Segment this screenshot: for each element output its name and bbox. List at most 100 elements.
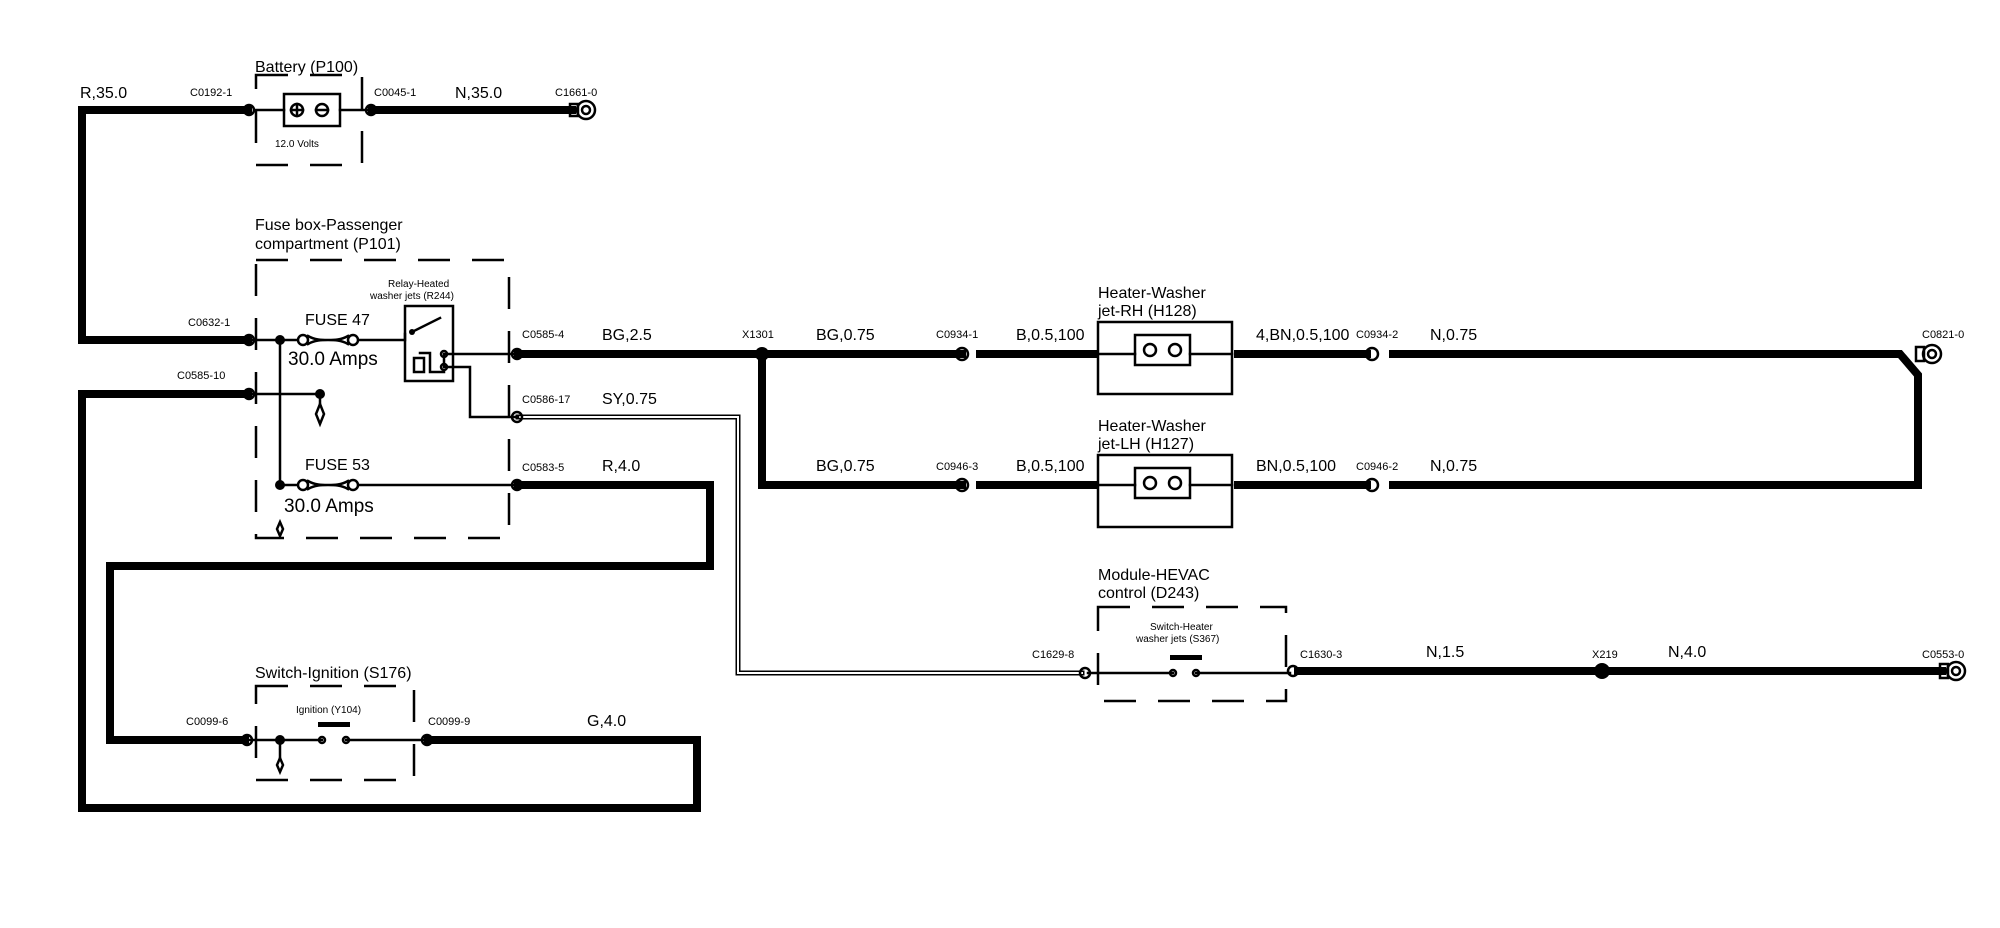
ground-arrow xyxy=(275,754,285,776)
ignition-internal-wiring xyxy=(243,738,430,760)
splice-dot xyxy=(315,389,325,399)
wire-label-rh-feed: BG,0.75 xyxy=(816,327,875,344)
heater-rh-element xyxy=(1133,333,1192,367)
connector-c0946-2: C0946-2 xyxy=(1356,461,1398,473)
wire-label-rh-ground: N,0.75 xyxy=(1430,327,1477,344)
wire-label-hevac-out: N,1.5 xyxy=(1426,644,1464,661)
heater-lh-terminal xyxy=(1167,475,1183,491)
heater-lh-terminal xyxy=(1142,475,1158,491)
relay-coil xyxy=(412,356,426,374)
wire-label-lh-ground: N,0.75 xyxy=(1430,458,1477,475)
ignition-title: Switch-Ignition (S176) xyxy=(255,665,412,682)
connector-c1661-0: C1661-0 xyxy=(555,87,597,99)
wire-battery-positive xyxy=(78,106,252,344)
battery-voltage: 12.0 Volts xyxy=(275,139,319,150)
battery-outline xyxy=(254,73,364,167)
heater-lh-element xyxy=(1133,466,1192,500)
hevac-title-line2: control (D243) xyxy=(1098,585,1199,602)
connector-c0099-9: C0099-9 xyxy=(428,716,470,728)
wire-label-hevac-ground: N,4.0 xyxy=(1668,644,1706,661)
ground-terminal-c0553 xyxy=(1938,660,1967,682)
connector-c0553-0: C0553-0 xyxy=(1922,649,1964,661)
splice-x1301 xyxy=(755,347,769,361)
relay-contact-pivot xyxy=(409,329,415,335)
connector-c0583-5: C0583-5 xyxy=(522,462,564,474)
connector-c1629-8: C1629-8 xyxy=(1032,649,1074,661)
wire-rh-ground xyxy=(1389,350,1922,489)
fuse-53-symbol xyxy=(296,478,360,492)
wire-label-battery-positive: R,35.0 xyxy=(80,85,127,102)
wire-label-battery-negative: N,35.0 xyxy=(455,85,502,102)
relay-title-line2: washer jets (R244) xyxy=(369,291,454,302)
relay-title-line1: Relay-Heated xyxy=(388,279,449,290)
fusebox-title-line1: Fuse box-Passenger xyxy=(255,217,403,234)
hevac-switch-contact xyxy=(1191,668,1201,678)
connector-c0099-6: C0099-6 xyxy=(186,716,228,728)
wire-label-rh-out: 4,BN,0.5,100 xyxy=(1256,327,1350,344)
connector-c0946-3: C0946-3 xyxy=(936,461,978,473)
heater-lh-title-line1: Heater-Washer xyxy=(1098,418,1207,435)
fuse-47-symbol xyxy=(296,333,360,347)
wire-fuse53-output xyxy=(106,481,714,744)
connector-c0586-17: C0586-17 xyxy=(522,394,570,406)
heater-rh-box xyxy=(1096,320,1234,396)
connector-symbols xyxy=(240,103,1380,747)
connector-c0045-1: C0045-1 xyxy=(374,87,416,99)
connector-x1301: X1301 xyxy=(742,329,774,341)
ground-terminal-c0821 xyxy=(1914,343,1943,365)
connector-c0934-2: C0934-2 xyxy=(1356,329,1398,341)
hevac-switch-title-line1: Switch-Heater xyxy=(1150,622,1213,633)
heater-rh-title-line2: jet-RH (H128) xyxy=(1097,303,1197,320)
relay-contact-arm xyxy=(410,316,442,334)
fuse53-rating: 30.0 Amps xyxy=(284,496,374,517)
ground-arrow xyxy=(314,400,326,428)
ground-arrow xyxy=(275,518,285,540)
relay-contact xyxy=(439,362,449,372)
fuse53-name: FUSE 53 xyxy=(305,457,370,474)
connector-c0934-1: C0934-1 xyxy=(936,329,978,341)
heater-lh-title-line2: jet-LH (H127) xyxy=(1097,436,1194,453)
splice-dot xyxy=(275,480,285,490)
hevac-switch-contact xyxy=(1168,668,1178,678)
connector-c0192-1: C0192-1 xyxy=(190,87,232,99)
fusebox-outline xyxy=(254,258,511,540)
wire-lh-feed xyxy=(758,350,966,489)
fuse47-name: FUSE 47 xyxy=(305,312,370,329)
connector-c0632-1: C0632-1 xyxy=(188,317,230,329)
connector-c0821-0: C0821-0 xyxy=(1922,329,1964,341)
ground-terminal-c1661 xyxy=(568,99,597,121)
hevac-switch-title-line2: washer jets (S367) xyxy=(1135,634,1219,645)
wire-label-lh-in: B,0.5,100 xyxy=(1016,458,1085,475)
wire-relay-control xyxy=(515,414,1085,676)
splice-dot xyxy=(275,335,285,345)
connector-c1630-3: C1630-3 xyxy=(1300,649,1342,661)
connector-x219: X219 xyxy=(1592,649,1618,661)
hevac-title-line1: Module-HEVAC xyxy=(1098,567,1210,584)
connector-c0585-4: C0585-4 xyxy=(522,329,564,341)
relay-symbol xyxy=(403,304,455,383)
connector-c0585-10: C0585-10 xyxy=(177,370,225,382)
heater-rh-terminal xyxy=(1142,342,1158,358)
battery-title: Battery (P100) xyxy=(255,59,358,76)
wire-ignition-output xyxy=(78,390,701,812)
ignition-outline xyxy=(254,684,416,782)
ignition-inner-label: Ignition (Y104) xyxy=(296,705,361,716)
wire-label-relay-control: SY,0.75 xyxy=(602,391,657,408)
wire-label-fuse53-out: R,4.0 xyxy=(602,458,640,475)
heater-rh-title-line1: Heater-Washer xyxy=(1098,285,1207,302)
heater-rh-terminal xyxy=(1167,342,1183,358)
wire-label-rh-in: B,0.5,100 xyxy=(1016,327,1085,344)
hevac-outline xyxy=(1096,605,1288,703)
relay-contact xyxy=(439,349,449,359)
ignition-contact xyxy=(317,735,327,745)
fusebox-title-line2: compartment (P101) xyxy=(255,236,401,253)
heater-lh-box xyxy=(1096,453,1234,529)
wire-label-ignition-out: G,4.0 xyxy=(587,713,626,730)
hevac-switch-actuator xyxy=(1170,655,1202,660)
splice-dot xyxy=(275,735,285,745)
fuse47-rating: 30.0 Amps xyxy=(288,349,378,370)
ignition-switch-actuator xyxy=(318,722,350,727)
wire-label-lh-feed: BG,0.75 xyxy=(816,458,875,475)
ignition-contact xyxy=(341,735,351,745)
